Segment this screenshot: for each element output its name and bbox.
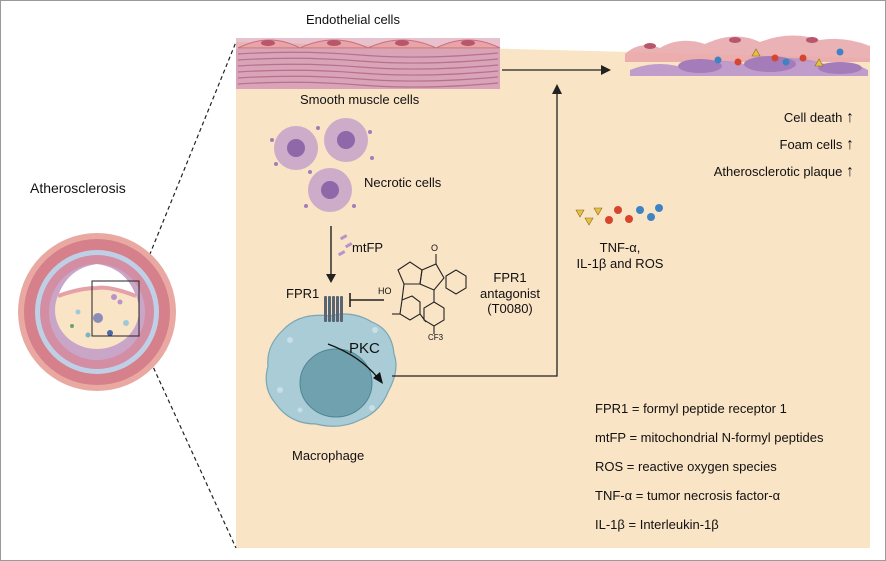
- pkc-arrow: [327, 343, 379, 379]
- abbreviation-tnf: TNF-α = tumor necrosis factor-α: [595, 488, 781, 503]
- arrowhead-up: [552, 84, 562, 94]
- inhibition-line: [349, 293, 384, 307]
- artery-cross-section: [18, 233, 176, 391]
- endothelial-layer: [236, 38, 501, 52]
- up-arrow-icon: ↑: [846, 163, 854, 180]
- main-panel: [236, 42, 870, 548]
- fpr1-receptor: [324, 296, 343, 322]
- abbreviation-mtfp: mtFP = mitochondrial N-formyl peptides: [595, 430, 824, 445]
- smooth-muscle-layer: [236, 49, 500, 89]
- outcome-foam-cells: Foam cells ↑: [779, 136, 854, 153]
- fpr1-antagonist-label: FPR1 antagonist (T0080): [470, 270, 550, 317]
- atherosclerosis-label: Atherosclerosis: [30, 180, 126, 196]
- mediators-line-1: TNF-α,: [599, 240, 641, 255]
- fpr1-label: FPR1: [286, 286, 320, 301]
- necrotic-cells: [270, 118, 374, 212]
- pkc-label: PKC: [349, 340, 380, 357]
- abbreviation-legend: FPR1 = formyl peptide receptor 1 mtFP = …: [595, 394, 823, 539]
- molecule-o-label: O: [431, 243, 439, 253]
- molecule-cf3-label: CF3: [428, 333, 444, 342]
- up-arrow-icon: ↑: [846, 136, 854, 153]
- macrophage-nucleus: [299, 348, 373, 418]
- outcomes-list: Cell death ↑ Foam cells ↑ Atheroscleroti…: [714, 104, 854, 185]
- endothelial-cells-label: Endothelial cells: [306, 12, 400, 27]
- necrotic-cells-label: Necrotic cells: [364, 175, 442, 190]
- molecule-ho-label: HO: [378, 286, 392, 296]
- mtfp-fragments: [337, 234, 353, 257]
- antagonist-line-1: FPR1: [493, 270, 527, 285]
- mediators-label: TNF-α, IL-1β and ROS: [565, 240, 675, 271]
- outcome-cell-death: Cell death ↑: [783, 109, 854, 126]
- mediators-line-2: IL-1β and ROS: [576, 255, 664, 271]
- abbreviation-il1b: IL-1β = Interleukin-1β: [595, 517, 719, 532]
- arrow-vessel-to-plaque: [502, 65, 611, 75]
- abbreviation-ros: ROS = reactive oxygen species: [595, 459, 777, 474]
- smooth-muscle-cells-label: Smooth muscle cells: [300, 92, 420, 107]
- macrophage-label: Macrophage: [292, 448, 365, 463]
- plaque-with-foam-cells: [625, 35, 870, 76]
- abbreviation-fpr1: FPR1 = formyl peptide receptor 1: [595, 401, 787, 416]
- t0080-molecule: [392, 254, 467, 334]
- arrow-macrophage-to-plaque: [392, 92, 558, 377]
- arrow-necrotic-to-macrophage: [326, 226, 336, 283]
- up-arrow-icon: ↑: [846, 109, 854, 126]
- zoom-line-top: [138, 41, 237, 282]
- mediator-symbols: [575, 204, 663, 226]
- antagonist-line-2: antagonist: [480, 285, 540, 301]
- outcome-atherosclerotic-plaque: Atherosclerotic plaque ↑: [713, 163, 854, 180]
- mtfp-label: mtFP: [352, 240, 384, 255]
- zoom-line-bottom: [138, 335, 237, 549]
- antagonist-line-3: (T0080): [487, 301, 533, 317]
- macrophage-cell: [265, 313, 397, 427]
